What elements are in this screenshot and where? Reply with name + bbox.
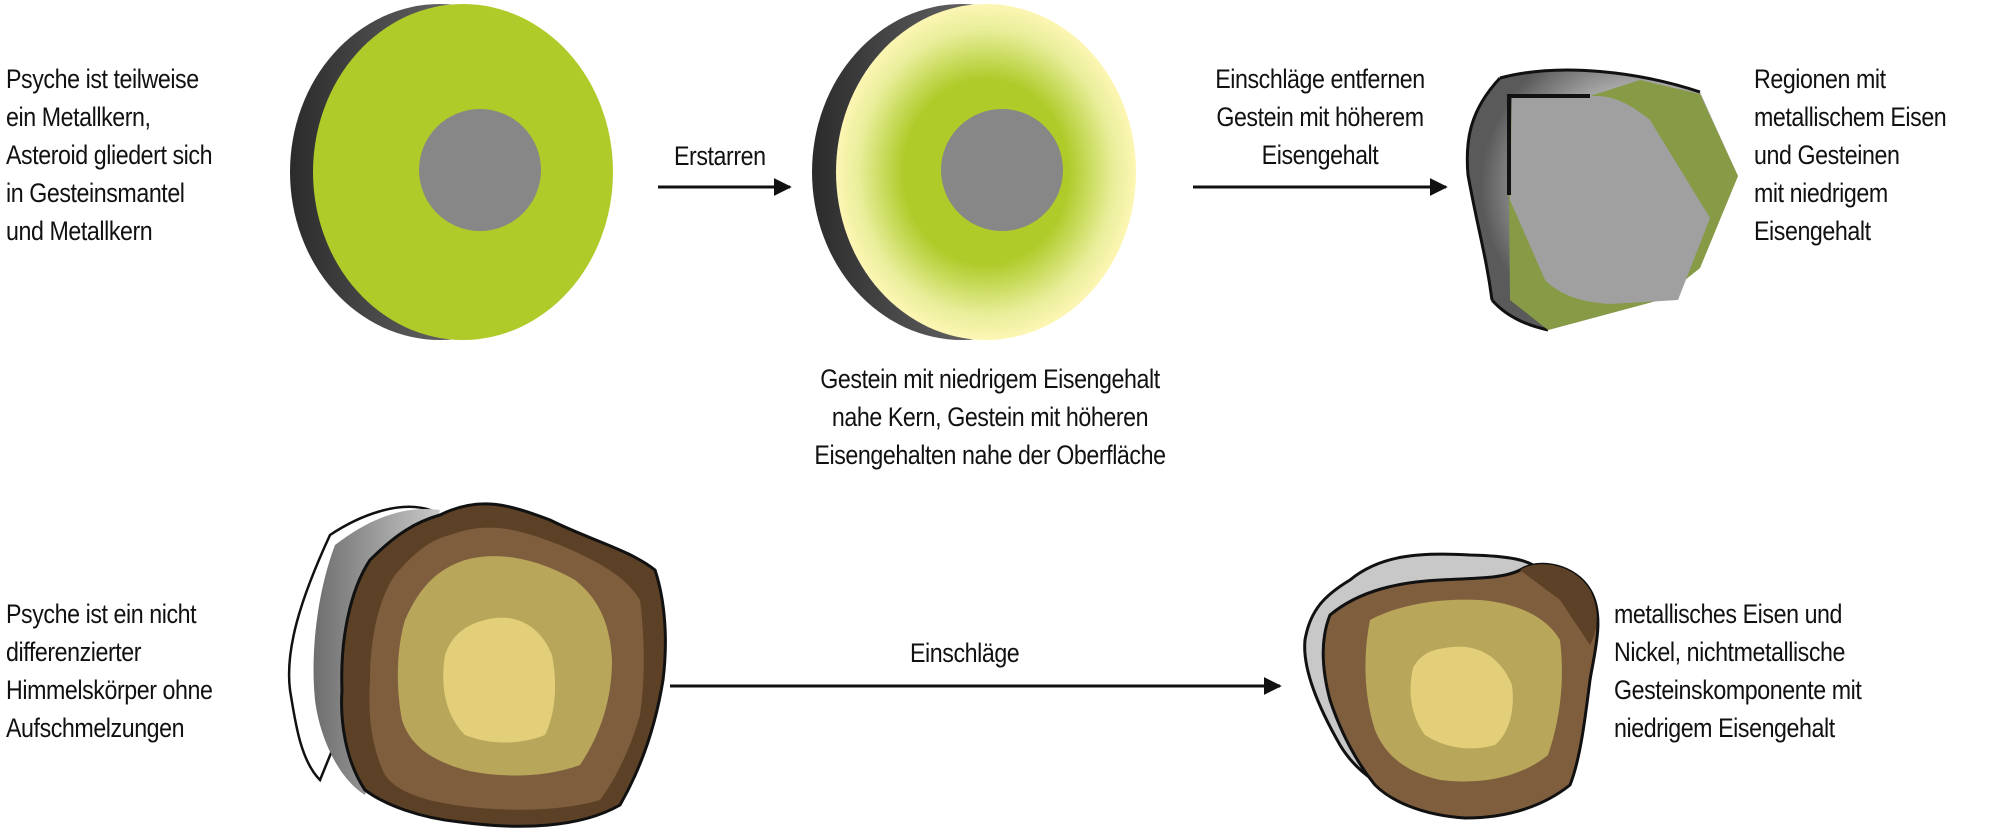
label-line: metallischem Eisen <box>1754 102 1947 132</box>
asteroid-impacted-mixed <box>1303 552 1600 820</box>
top-end-label: Regionen mit metallischem Eisen und Gest… <box>1754 60 1947 250</box>
dark-patch <box>1520 564 1597 645</box>
label-line: Gestein mit höherem <box>1216 102 1424 132</box>
label-line: Asteroid gliedert sich <box>6 140 213 170</box>
label-line: Eisengehalt <box>1754 216 1871 246</box>
bottom-end-label: metallisches Eisen und Nickel, nichtmeta… <box>1614 595 1862 747</box>
bottom-arrow-label: Einschläge <box>910 638 1020 668</box>
label-line: Himmelskörper ohne <box>6 675 213 705</box>
caption-line: Gestein mit niedrigem Eisengehalt <box>820 364 1160 394</box>
label-line: differenzierter <box>6 637 142 667</box>
label-line: Psyche ist teilweise <box>6 64 199 94</box>
metal-core <box>419 109 541 231</box>
outline <box>1465 68 1701 332</box>
disc-differentiated <box>290 4 613 340</box>
label-line: Gesteinskomponente mit <box>1614 675 1862 705</box>
caption-line: nahe Kern, Gestein mit höheren <box>831 402 1149 432</box>
metal-iron-region <box>1510 96 1710 304</box>
label-line: und Gesteinen <box>1754 140 1900 170</box>
label-line: und Metallkern <box>6 216 153 246</box>
label-line: metallisches Eisen und <box>1614 599 1843 629</box>
asteroid-impacted-metal <box>1465 68 1738 332</box>
label-line: Regionen mit <box>1754 64 1886 94</box>
label-line: Aufschmelzungen <box>6 713 185 743</box>
arrow1-label: Erstarren <box>674 141 766 171</box>
label-line: ein Metallkern, <box>6 102 151 132</box>
middle-caption: Gestein mit niedrigem Eisengehalt nahe K… <box>732 360 1248 474</box>
top-start-label: Psyche ist teilweise ein Metallkern, Ast… <box>6 60 213 250</box>
arrow2-label: Einschläge entfernen Gestein mit höherem… <box>1105 60 1535 174</box>
label-line: in Gesteinsmantel <box>6 178 185 208</box>
label-line: Einschläge entfernen <box>1215 64 1425 94</box>
core-region <box>1410 646 1513 749</box>
core-region <box>443 617 556 743</box>
label-line: Psyche ist ein nicht <box>6 599 197 629</box>
label-line: niedrigem Eisengehalt <box>1614 713 1835 743</box>
label-line: Eisengehalt <box>1261 140 1379 170</box>
label-line: mit niedrigem <box>1754 178 1888 208</box>
bottom-start-label: Psyche ist ein nicht differenzierter Him… <box>6 595 213 747</box>
disc-solidified <box>812 4 1136 340</box>
caption-line: Eisengehalten nahe der Oberfläche <box>814 440 1166 470</box>
cut-edge <box>1507 94 1590 195</box>
asteroid-undifferentiated <box>287 502 667 828</box>
metal-core <box>941 109 1063 231</box>
label-line: Nickel, nichtmetallische <box>1614 637 1846 667</box>
